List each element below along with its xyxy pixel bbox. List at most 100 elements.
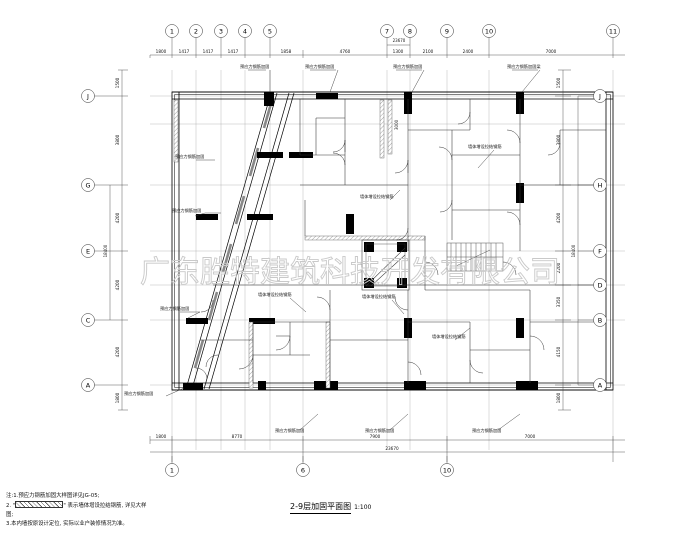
- bottom-total-dimension: 23670: [385, 446, 399, 451]
- svg-text:4200: 4200: [115, 346, 120, 357]
- drawing-notes: 注:1.预应力钢筋加固大样图详见JG-05; 2. " " 表示墙体增设拉结钢筋,…: [6, 492, 266, 529]
- svg-text:A: A: [598, 381, 603, 389]
- annotation-a3: 预应力钢筋加固: [393, 63, 422, 70]
- left-total-dimension: 18400: [103, 244, 108, 257]
- annotation-a8: 预应力钢筋加固: [124, 390, 153, 397]
- note-line-3: 图;: [6, 512, 14, 518]
- left-dimension-labels: 1500 3800 4200 4200 4200 1800 18400: [103, 77, 120, 403]
- svg-text:10: 10: [485, 27, 493, 35]
- svg-text:E: E: [86, 247, 90, 255]
- bottom-dimension-labels: 1800 8770 7900 7000 23670: [156, 434, 536, 451]
- svg-text:7: 7: [385, 27, 389, 35]
- bottom-dimension-chain: [149, 436, 625, 462]
- svg-text:9: 9: [445, 27, 449, 35]
- svg-text:1300: 1300: [393, 49, 404, 54]
- svg-text:1: 1: [170, 27, 174, 35]
- svg-text:7900: 7900: [370, 434, 381, 439]
- svg-text:6: 6: [301, 466, 305, 474]
- svg-text:D: D: [597, 281, 602, 289]
- svg-text:7000: 7000: [546, 49, 557, 54]
- svg-text:G: G: [85, 181, 90, 189]
- annotation-a16: 墙体增设拉结钢筋: [362, 293, 396, 300]
- svg-text:7000: 7000: [525, 434, 536, 439]
- annotation-a10: 预应力钢筋加固: [365, 427, 394, 434]
- door-swings: [195, 111, 561, 380]
- inner-dimension: 3000: [394, 119, 399, 130]
- top-total-dimension: 23670: [393, 38, 406, 43]
- right-grid-bubbles: J H F D B A: [578, 89, 607, 392]
- right-total-dimension: 18400: [571, 244, 576, 257]
- bottom-grid-bubbles: 1 6 10: [165, 456, 454, 477]
- svg-text:1800: 1800: [156, 49, 167, 54]
- svg-text:11: 11: [609, 27, 617, 35]
- drawing-scale: 1:100: [354, 504, 372, 511]
- svg-text:10: 10: [443, 466, 451, 474]
- annotation-a5: 预应力钢筋加固: [172, 207, 201, 214]
- right-dimension-chain: [555, 69, 579, 411]
- svg-text:1417: 1417: [228, 49, 239, 54]
- svg-text:J: J: [598, 92, 601, 100]
- svg-text:5: 5: [268, 27, 272, 35]
- svg-text:1858: 1858: [281, 49, 292, 54]
- annotation-leaders: [165, 69, 541, 431]
- svg-text:4: 4: [243, 27, 247, 35]
- diagonal-wall: [185, 92, 295, 390]
- top-dimension-chain: [149, 43, 625, 58]
- note-1-text: 1.预应力钢筋加固大样图详见JG-05;: [13, 493, 100, 499]
- svg-text:B: B: [598, 316, 602, 324]
- svg-text:3: 3: [219, 27, 223, 35]
- interior-partitions: [200, 99, 606, 383]
- svg-text:1417: 1417: [203, 49, 214, 54]
- svg-text:2100: 2100: [423, 49, 434, 54]
- svg-text:H: H: [598, 181, 603, 189]
- svg-text:1800: 1800: [556, 392, 561, 403]
- note-line-1: 注:1.预应力钢筋加固大样图详见JG-05;: [6, 492, 266, 501]
- top-grid-bubbles: 1 2 3 4 5 7 8 9 10 11: [165, 24, 620, 50]
- annotation-a15: 墙体增设拉结钢筋: [258, 291, 292, 298]
- svg-text:3800: 3800: [556, 134, 561, 145]
- left-grid-bubbles: J G E C A: [81, 89, 110, 392]
- svg-text:4200: 4200: [556, 212, 561, 223]
- svg-text:4150: 4150: [556, 346, 561, 357]
- annotation-a12: 墙体增设拉结钢筋: [468, 143, 502, 150]
- svg-text:A: A: [86, 381, 91, 389]
- annotation-texts: 预应力钢筋加固 预应力钢筋加固 预应力钢筋加固 预应力钢筋加固梁 预应力钢筋加固…: [124, 63, 541, 434]
- notes-prefix: 注:: [6, 493, 14, 499]
- annotation-a11: 预应力钢筋加固: [472, 427, 501, 434]
- annotation-a4: 预应力钢筋加固梁: [507, 63, 541, 70]
- prestressed-reinforcement-segments: [183, 92, 538, 390]
- svg-text:4200: 4200: [115, 212, 120, 223]
- svg-text:1500: 1500: [115, 77, 120, 88]
- svg-text:J: J: [86, 92, 89, 100]
- svg-text:C: C: [86, 316, 91, 324]
- svg-text:1417: 1417: [179, 49, 190, 54]
- svg-text:F: F: [598, 247, 602, 255]
- svg-text:2: 2: [194, 27, 198, 35]
- svg-text:3350: 3350: [556, 296, 561, 307]
- svg-text:1800: 1800: [156, 434, 167, 439]
- annotation-a7: 预应力钢筋加固: [175, 153, 204, 160]
- watermark-text: 广东胜特建筑科技开发有限公司: [140, 255, 560, 290]
- note-line-4: 3.本内墙按原设计定位, 实际以业户装修情况为准。: [6, 521, 128, 527]
- svg-text:4200: 4200: [115, 279, 120, 290]
- note-2-text: " 表示墙体增设拉结钢筋, 详见大样: [63, 503, 147, 509]
- left-dimension-chain: [109, 69, 128, 411]
- drawing-title: 2-9层加固平面图: [290, 501, 352, 514]
- annotation-a1: 预应力钢筋加固: [240, 63, 269, 70]
- svg-text:1800: 1800: [115, 392, 120, 403]
- building-walls: [171, 91, 614, 391]
- svg-text:8770: 8770: [232, 434, 243, 439]
- svg-text:2400: 2400: [463, 49, 474, 54]
- top-dimension-labels: 1800 1417 1417 1417 1858 4760 1300 2100 …: [156, 38, 557, 54]
- annotation-a14: 墙体增设拉结钢筋: [432, 333, 466, 340]
- svg-text:1500: 1500: [556, 77, 561, 88]
- annotation-a9: 预应力钢筋加固: [275, 427, 304, 434]
- svg-text:1: 1: [170, 466, 174, 474]
- hatch-sample-icon: [15, 501, 64, 508]
- svg-text:4760: 4760: [340, 49, 351, 54]
- note-2-prefix: 2. ": [6, 503, 16, 509]
- note-line-2: 2. " " 表示墙体增设拉结钢筋, 详见大样: [6, 501, 266, 511]
